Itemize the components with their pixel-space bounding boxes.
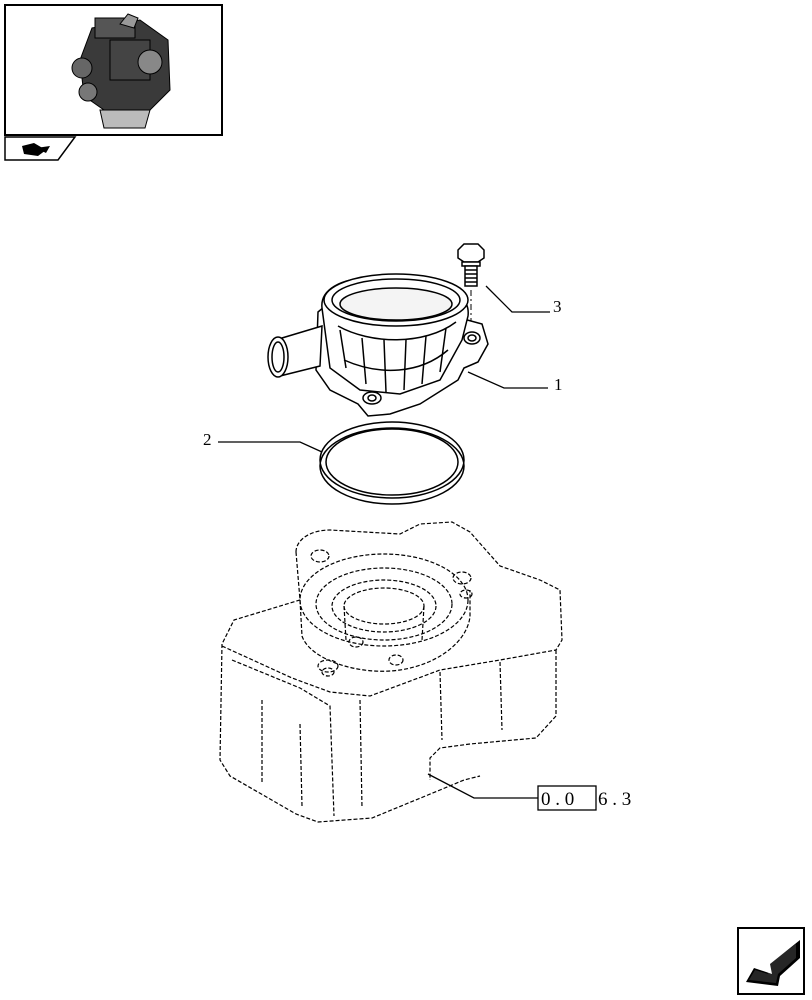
- reference-code-rest: 6 . 3: [598, 789, 631, 810]
- reference-code[interactable]: 0 . 0 6 . 3: [537, 785, 631, 811]
- next-page-arrow-icon[interactable]: [737, 927, 805, 995]
- callout-3: 3: [553, 297, 562, 316]
- bolt-part: [457, 243, 485, 287]
- engine-thumbnail-icon[interactable]: [4, 4, 223, 136]
- breather-cover-part: [267, 273, 489, 417]
- housing-reference-part: [219, 521, 563, 823]
- book-badge-icon[interactable]: [4, 136, 77, 161]
- reference-code-boxed: 0 . 0: [541, 789, 574, 810]
- callout-2: 2: [203, 430, 212, 449]
- callout-1: 1: [554, 375, 563, 394]
- leader-lines: [218, 285, 550, 799]
- seal-ring-part: [319, 421, 465, 505]
